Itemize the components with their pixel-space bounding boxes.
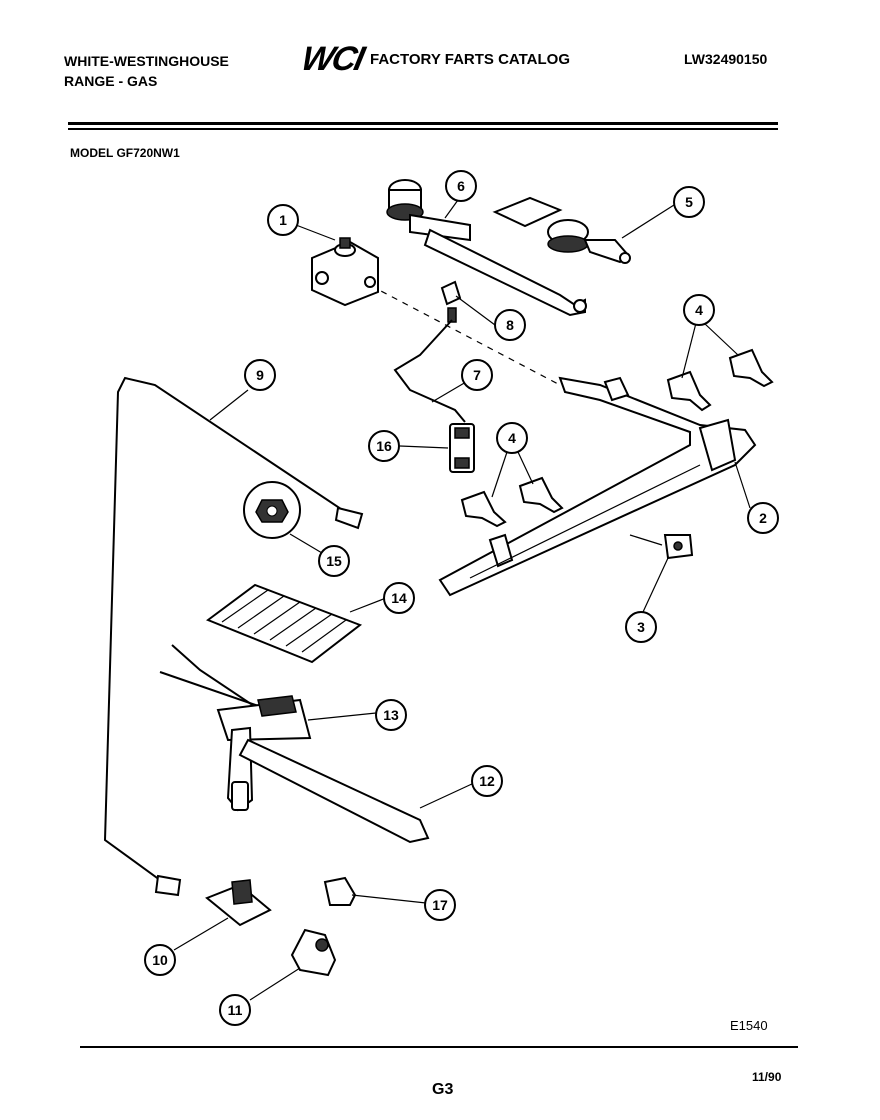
clip-part	[440, 280, 462, 323]
oven-burner-tube	[226, 726, 430, 844]
callout-4-lower: 4	[496, 422, 528, 454]
svg-text:12: 12	[479, 773, 495, 789]
callout-3: 3	[625, 611, 657, 643]
ignitor-block	[449, 423, 475, 473]
product-type: RANGE - GAS	[64, 73, 158, 89]
top-burner-left	[386, 179, 587, 317]
header-rule-thick	[68, 122, 778, 125]
page-code: G3	[432, 1081, 454, 1098]
callout-5: 5	[673, 186, 705, 218]
svg-text:3: 3	[637, 619, 645, 635]
callout-9: 9	[244, 359, 276, 391]
svg-text:15: 15	[326, 553, 342, 569]
callout-1: 1	[267, 204, 299, 236]
svg-text:7: 7	[473, 367, 481, 383]
pilot-tube	[393, 319, 466, 423]
svg-text:9: 9	[256, 367, 264, 383]
svg-text:4: 4	[695, 302, 703, 318]
oven-pilot-assembly	[159, 644, 312, 742]
callout-2: 2	[747, 502, 779, 534]
catalog-title: FACTORY FARTS CATALOG	[370, 51, 571, 68]
valve-part	[311, 237, 379, 307]
manifold-part	[438, 376, 757, 597]
heat-shield	[205, 583, 363, 664]
callout-6: 6	[445, 170, 477, 202]
brand-name: WHITE-WESTINGHOUSE	[64, 53, 229, 69]
footer-rule	[80, 1046, 798, 1048]
header-rule-thin	[68, 128, 778, 130]
mounting-bracket	[290, 928, 337, 977]
catalog-number: LW32490150	[684, 51, 768, 67]
svg-text:14: 14	[391, 590, 407, 606]
nut-part	[243, 481, 301, 539]
svg-text:16: 16	[376, 438, 392, 454]
svg-text:4: 4	[508, 430, 516, 446]
valve-stem-lower	[460, 476, 564, 528]
callout-4-upper: 4	[683, 294, 715, 326]
callout-12: 12	[471, 765, 503, 797]
svg-text:11: 11	[228, 1002, 243, 1018]
leader-lines	[173, 199, 751, 1001]
callout-17: 17	[424, 889, 456, 921]
spreader-part	[205, 879, 272, 927]
svg-text:1: 1	[279, 212, 287, 228]
callout-10: 10	[144, 944, 176, 976]
top-burner-right	[492, 196, 631, 264]
bracket-part	[323, 876, 357, 906]
callout-14: 14	[383, 582, 415, 614]
callout-15: 15	[318, 545, 350, 577]
svg-text:5: 5	[685, 194, 693, 210]
date-code: 11/90	[752, 1070, 782, 1084]
svg-text:2: 2	[759, 510, 767, 526]
tube-fitting-top	[334, 506, 364, 530]
callout-8: 8	[494, 309, 526, 341]
callout-11: 11	[219, 994, 251, 1026]
callout-7: 7	[461, 359, 493, 391]
svg-text:6: 6	[457, 178, 465, 194]
figure-code: E1540	[730, 1018, 768, 1033]
model-label: MODEL GF720NW1	[70, 146, 180, 160]
svg-text:10: 10	[152, 952, 168, 968]
switch-part	[629, 534, 694, 560]
callout-13: 13	[375, 699, 407, 731]
svg-text:17: 17	[432, 897, 448, 913]
tube-fitting-bottom	[154, 874, 182, 897]
svg-text:13: 13	[383, 707, 399, 723]
alignment-line	[359, 279, 561, 386]
valve-stem-upper	[666, 348, 774, 412]
svg-text:8: 8	[506, 317, 514, 333]
callout-16: 16	[368, 430, 400, 462]
